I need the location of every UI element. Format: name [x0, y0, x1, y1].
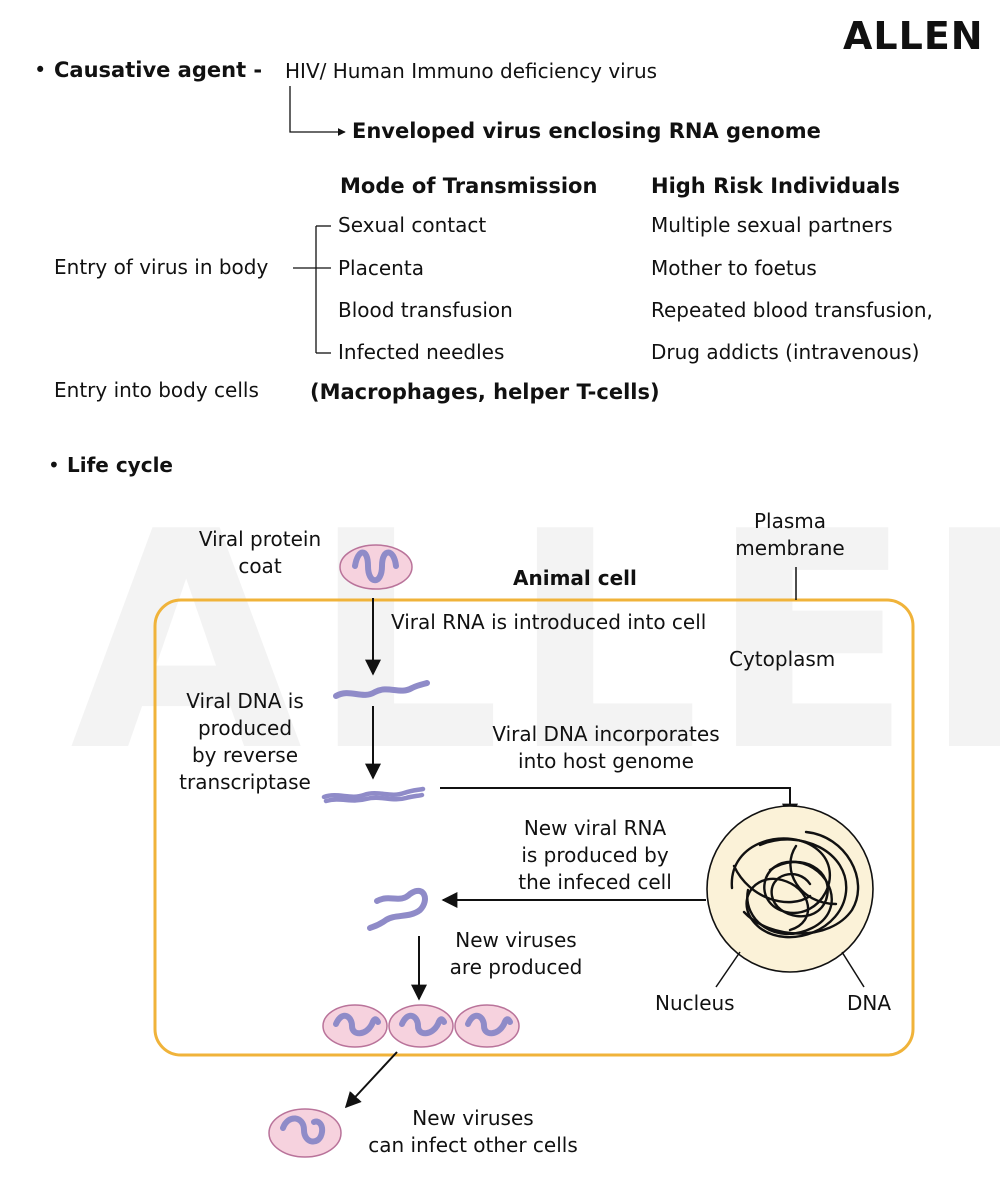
label-nucleus: Nucleus: [655, 991, 735, 1015]
mode-item: Sexual contact: [338, 213, 487, 237]
lifecycle-title: Life cycle: [67, 453, 173, 477]
allen-watermark: ALLEN: [70, 468, 1000, 817]
lifecycle-bullet: •: [48, 453, 60, 477]
label-plasma-1: Plasma: [753, 509, 827, 533]
label-new-rna-3: the infeced cell: [518, 870, 672, 894]
hiv-connector: [289, 86, 346, 136]
label-new-viruses-2: are produced: [449, 955, 583, 979]
viral-protein-coat-icon: [339, 544, 413, 590]
header-high-risk: High Risk Individuals: [651, 174, 900, 198]
viral-rna-strand-icon: [333, 680, 430, 699]
label-protein-coat-1: Viral protein: [198, 527, 322, 551]
causative-bullet: •: [34, 58, 47, 82]
label-dna: DNA: [847, 991, 892, 1015]
label-rna-introduced: Viral RNA is introduced into cell: [391, 610, 707, 634]
allen-logo: ALLEN: [843, 14, 984, 58]
nucleus-icon: [706, 805, 874, 973]
label-protein-coat-2: coat: [238, 554, 282, 578]
entry-bracket: [293, 225, 331, 354]
mode-item: Blood transfusion: [338, 298, 513, 322]
released-virus-icon: [268, 1108, 342, 1158]
label-plasma-2: membrane: [735, 536, 845, 560]
risk-item: Multiple sexual partners: [651, 213, 893, 237]
label-infect-2: can infect other cells: [368, 1133, 578, 1157]
label-new-rna-1: New viral RNA: [523, 816, 667, 840]
arrow-infect-other: [344, 1051, 398, 1109]
risk-item: Drug addicts (intravenous): [651, 340, 920, 364]
dna-pointer: [841, 951, 865, 988]
risk-item: Repeated blood transfusion,: [651, 298, 933, 322]
arrow-incorporates: [440, 787, 798, 820]
label-dna-produced-4: transcriptase: [179, 770, 311, 794]
label-incorporates-2: into host genome: [518, 749, 694, 773]
new-viral-rna-icon: [367, 887, 428, 931]
mode-item: Placenta: [338, 256, 424, 280]
animal-cell-border: [153, 598, 915, 1057]
mode-item: Infected needles: [338, 340, 505, 364]
entry-of-virus-label: Entry of virus in body: [54, 255, 269, 279]
new-virus-icon: [322, 1004, 388, 1048]
entry-into-cells-label: Entry into body cells: [54, 378, 259, 402]
risk-item: Mother to foetus: [651, 256, 817, 280]
causative-text: HIV/ Human Immuno deficiency virus: [285, 59, 658, 83]
label-dna-produced-2: produced: [197, 716, 293, 740]
label-new-viruses-1: New viruses: [455, 928, 577, 952]
header-mode-of-transmission: Mode of Transmission: [340, 174, 598, 198]
label-incorporates-1: Viral DNA incorporates: [492, 722, 720, 746]
causative-detail: Enveloped virus enclosing RNA genome: [352, 119, 821, 143]
label-dna-produced-1: Viral DNA is: [186, 689, 304, 713]
new-virus-icon: [388, 1004, 454, 1048]
label-new-rna-2: is produced by: [521, 843, 669, 867]
new-virus-icon: [454, 1004, 520, 1048]
entry-into-cells-value: (Macrophages, helper T-cells): [310, 380, 660, 404]
causative-label: Causative agent -: [54, 58, 263, 82]
label-animal-cell: Animal cell: [513, 566, 637, 590]
label-dna-produced-3: by reverse: [191, 743, 299, 767]
nucleus-pointer: [715, 951, 741, 988]
label-cytoplasm: Cytoplasm: [729, 647, 836, 671]
viral-dna-strand-icon: [321, 786, 426, 804]
label-infect-1: New viruses: [412, 1106, 534, 1130]
